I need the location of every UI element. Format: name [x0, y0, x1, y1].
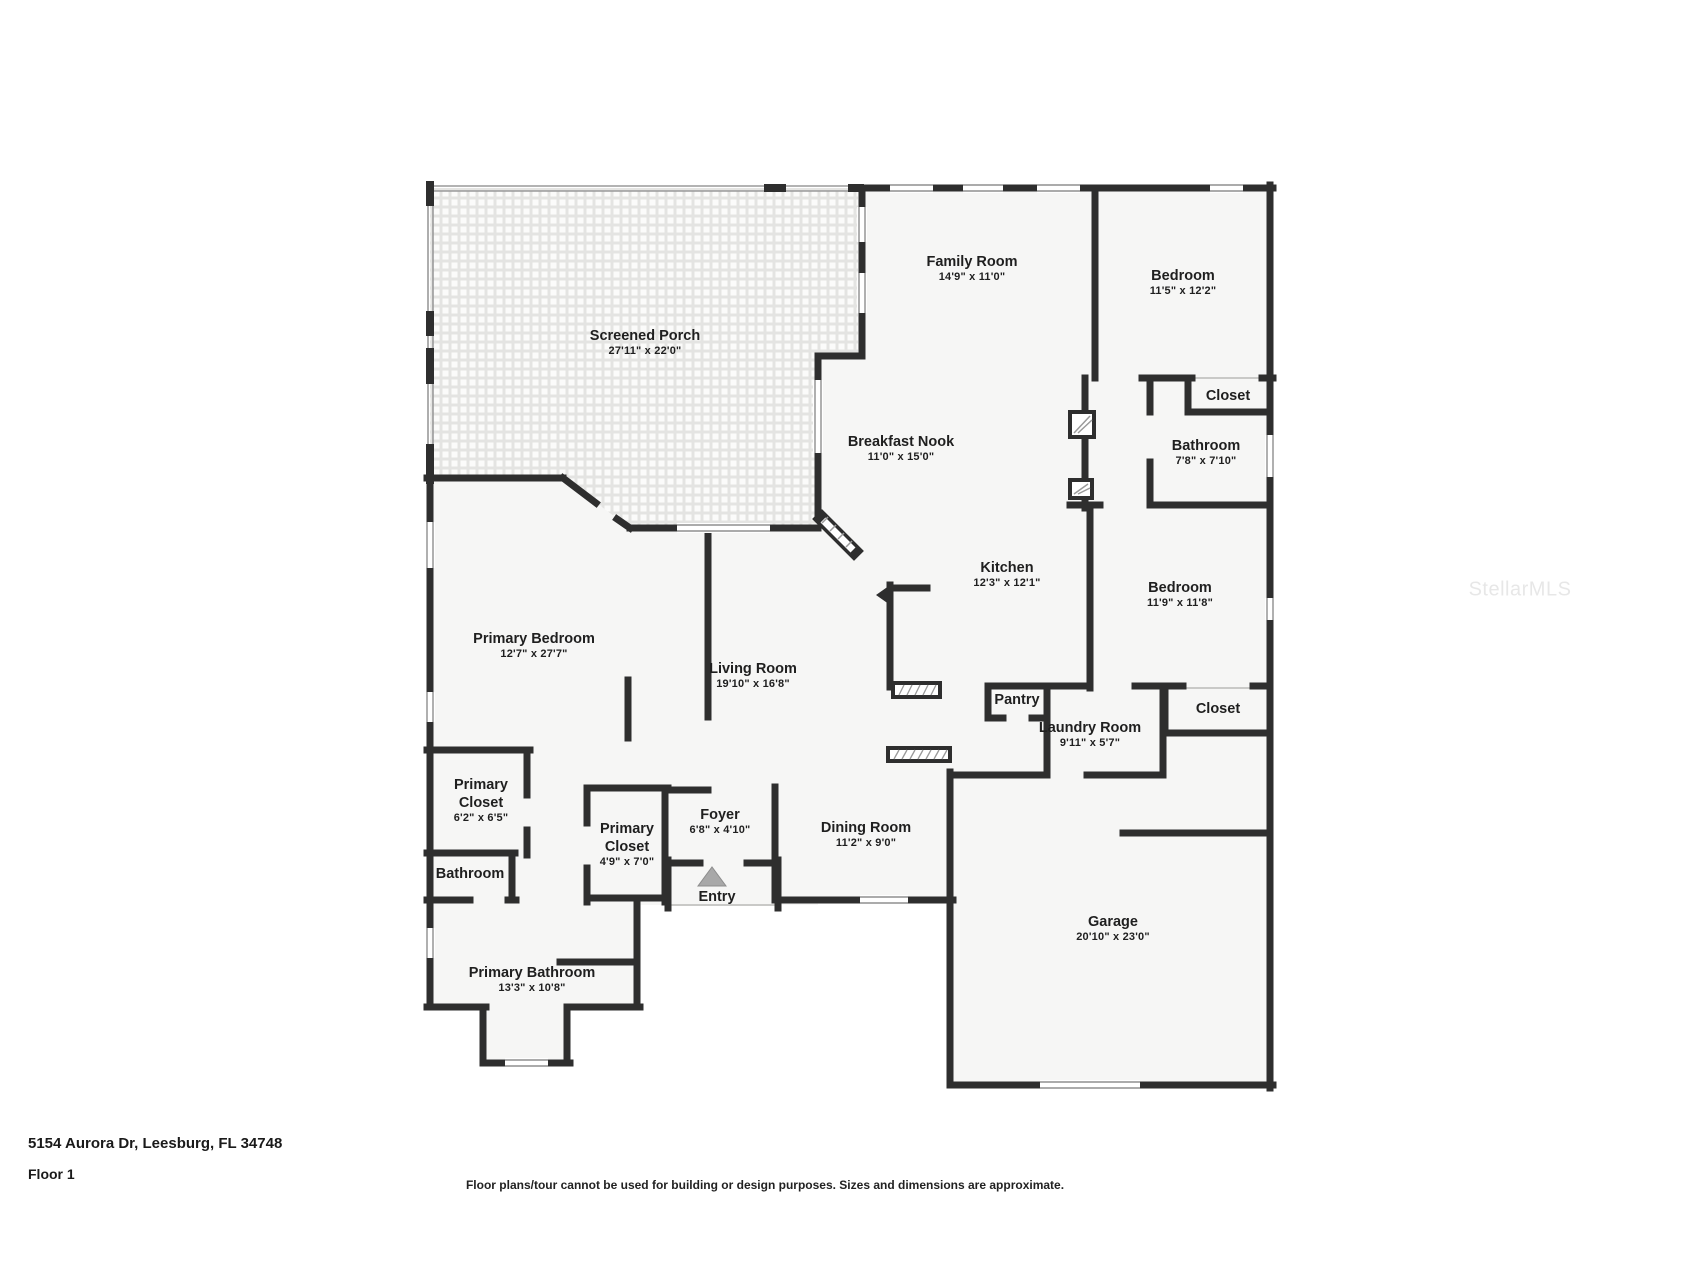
footer-disclaimer: Floor plans/tour cannot be used for buil… — [465, 1178, 1065, 1192]
stellar-mls-watermark: StellarMLS — [1468, 578, 1572, 601]
footer-floor-label: Floor 1 — [28, 1166, 75, 1182]
footer-address: 5154 Aurora Dr, Leesburg, FL 34748 — [28, 1135, 283, 1152]
